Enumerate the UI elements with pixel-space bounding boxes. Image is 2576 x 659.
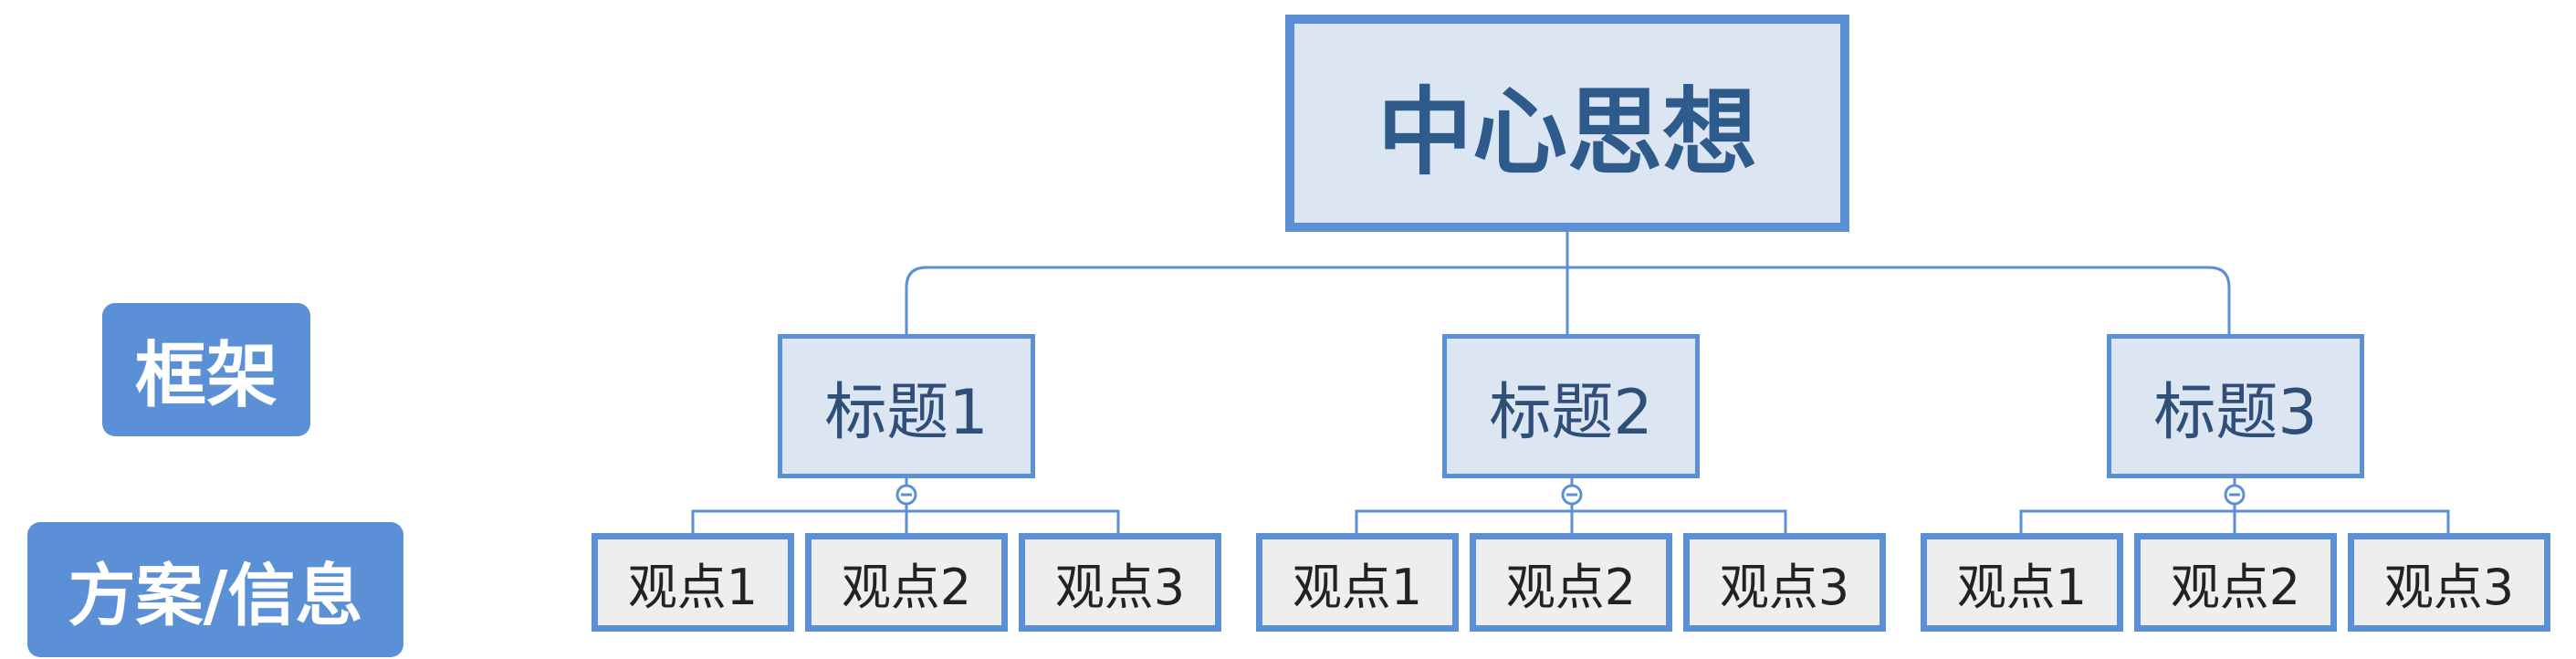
collapse-toggle-3-icon <box>2224 484 2246 506</box>
connector-heading-2 <box>1355 478 1787 533</box>
heading-node-2[interactable]: 标题2 <box>1442 334 1700 478</box>
connector-heading-1 <box>691 478 1120 533</box>
point-node-2-2[interactable]: 观点2 <box>1470 533 1672 632</box>
point-node-3-3[interactable]: 观点3 <box>2348 533 2550 632</box>
point-node-2-3[interactable]: 观点3 <box>1683 533 1886 632</box>
point-node-2-1[interactable]: 观点1 <box>1256 533 1459 632</box>
connector-heading-3 <box>2019 478 2450 533</box>
plan-info-label: 方案/信息 <box>27 522 403 657</box>
point-node-1-1[interactable]: 观点1 <box>592 533 794 632</box>
central-topic-node[interactable]: 中心思想 <box>1285 15 1849 232</box>
point-node-1-3[interactable]: 观点3 <box>1019 533 1221 632</box>
framework-label: 框架 <box>102 303 310 436</box>
collapse-toggle-2-icon <box>1561 484 1583 506</box>
point-node-1-2[interactable]: 观点2 <box>805 533 1008 632</box>
point-node-3-1[interactable]: 观点1 <box>1921 533 2123 632</box>
point-node-3-2[interactable]: 观点2 <box>2134 533 2337 632</box>
heading-node-3[interactable]: 标题3 <box>2107 334 2364 478</box>
heading-node-1[interactable]: 标题1 <box>778 334 1035 478</box>
collapse-toggle-1-icon <box>895 484 917 506</box>
